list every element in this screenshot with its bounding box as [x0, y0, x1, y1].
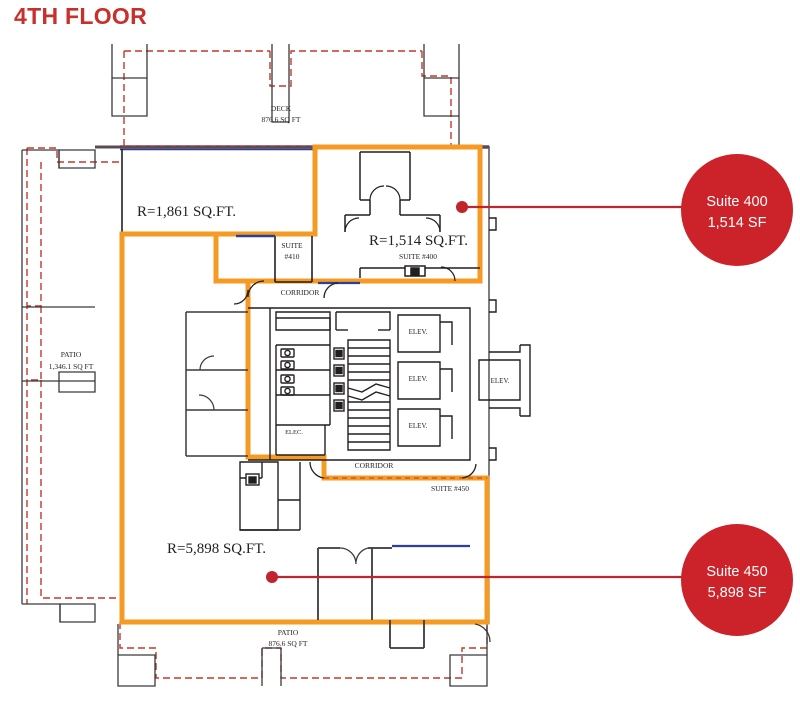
label-elevator-4: ELEV. [491, 377, 510, 385]
plan-text-group: SUITE #410 SUITE #400 CORRIDOR CORRIDOR … [281, 241, 510, 493]
callout-area-label-400: 1,514 SF [708, 215, 767, 231]
left-office-rooms [185, 311, 248, 457]
room-label-group: DECK 876.6 SQ FT PATIO 1,346.1 SQ FT PAT… [49, 104, 308, 648]
label-deck-area: 876.6 SQ FT [262, 115, 301, 124]
left-office-door-arcs [198, 355, 215, 411]
suite-400-outline [213, 144, 483, 284]
label-patio-bottom-name: PATIO [278, 628, 299, 637]
area-annotation-suite-400: R=1,514 SQ.FT. [369, 233, 468, 249]
label-suite-410-number: #410 [285, 252, 300, 261]
area-annotation-group: R=1,861 SQ.FT. R=1,514 SQ.FT. R=5,898 SQ… [137, 204, 468, 557]
area-annotation-suite-410: R=1,861 SQ.FT. [137, 204, 236, 220]
callout-suite-450[interactable]: Suite 450 5,898 SF [266, 524, 793, 636]
label-elevator-1: ELEV. [409, 328, 428, 336]
label-patio-left-name: PATIO [61, 350, 82, 359]
callout-suite-400[interactable]: Suite 400 1,514 SF [456, 154, 793, 266]
label-elevator-2: ELEV. [409, 375, 428, 383]
callout-area-label-450: 5,898 SF [708, 585, 767, 601]
label-elevator-3: ELEV. [409, 422, 428, 430]
label-suite-400-number: SUITE #400 [399, 252, 437, 261]
callout-leader-dot-400 [456, 201, 468, 213]
label-patio-bottom-area: 876.6 SQ FT [269, 639, 308, 648]
label-corridor-upper: CORRIDOR [281, 288, 320, 297]
suite-450-door-arcs [339, 547, 491, 643]
building-outer-walls [21, 44, 490, 687]
lower-core-rooms [239, 461, 301, 531]
page-title: 4TH FLOOR [14, 3, 148, 29]
callout-suite-label-400: Suite 400 [706, 194, 767, 210]
suite-400-interior-walls [344, 151, 480, 278]
callout-suite-label-450: Suite 450 [706, 564, 767, 580]
label-patio-left-area: 1,346.1 SQ FT [49, 362, 94, 371]
callout-circle-450[interactable] [681, 524, 793, 636]
label-deck-name: DECK [271, 104, 292, 113]
callout-circle-400[interactable] [681, 154, 793, 266]
callout-leader-dot-450 [266, 571, 278, 583]
core-top-rooms [275, 311, 391, 331]
label-suite-450-number: SUITE #450 [431, 484, 469, 493]
label-electrical: ELEC. [285, 429, 303, 436]
door-arcs-suite-400 [344, 185, 456, 282]
label-corridor-lower: CORRIDOR [355, 461, 394, 470]
suite-450-interior-walls [317, 547, 425, 649]
area-annotation-suite-450: R=5,898 SQ.FT. [167, 541, 266, 557]
label-suite-410: SUITE [281, 241, 303, 250]
corridor-door-arcs [233, 280, 477, 479]
suite-450-outline [119, 231, 490, 625]
